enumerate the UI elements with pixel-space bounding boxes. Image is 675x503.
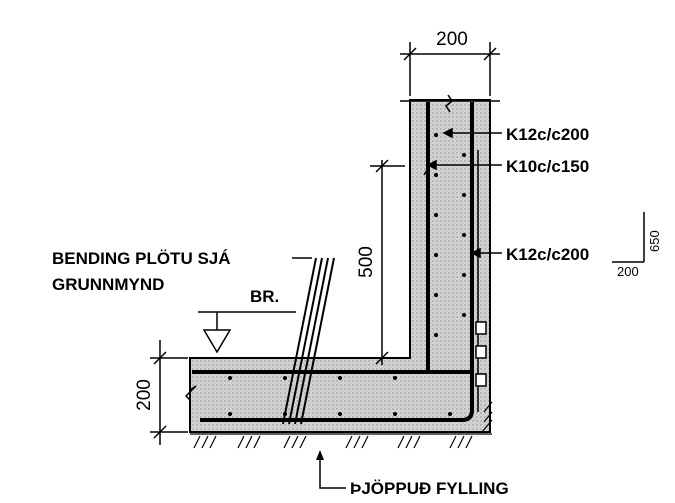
- fill-leader: [319, 452, 346, 489]
- wall-rebar-outer: [200, 102, 474, 422]
- hook-shape-sketch: [612, 212, 645, 263]
- rebar-label-outer-top: K12c/c200: [506, 125, 589, 144]
- level-triangle: [202, 329, 232, 354]
- fill-label: ÞJÖPPUÐ FYLLING: [350, 479, 509, 498]
- dim-slab-label: 200: [134, 379, 155, 411]
- dim-wall-width-label: 200: [436, 29, 468, 50]
- wall-bar-dots: [434, 133, 466, 337]
- concrete-section: [189, 99, 491, 433]
- fill-leader-arrow: [316, 450, 324, 460]
- hook-dim-horizontal: 200: [617, 264, 639, 279]
- rebar-label-outer-lower: K12c/c200: [506, 245, 589, 264]
- dim-height: [370, 159, 405, 365]
- wall-break-line: [400, 94, 500, 113]
- hook-dim-vertical: 650: [647, 230, 662, 252]
- bent-slab-bars: [282, 257, 335, 425]
- dim-height-label: 500: [356, 246, 377, 278]
- corner-stirrups: [475, 321, 487, 387]
- rebar-leaders: [423, 127, 502, 259]
- note-line-1: BENDING PLÖTU SJÁ: [52, 249, 231, 268]
- section-mark-label: BR.: [250, 287, 279, 306]
- rebar-label-inner: K10c/c150: [506, 157, 589, 176]
- ground-hatching: [190, 401, 493, 449]
- note-line-2: GRUNNMYND: [52, 275, 164, 294]
- dim-wall-width: [400, 42, 500, 96]
- slab-break-line: [184, 370, 197, 432]
- dim-slab: [150, 340, 188, 445]
